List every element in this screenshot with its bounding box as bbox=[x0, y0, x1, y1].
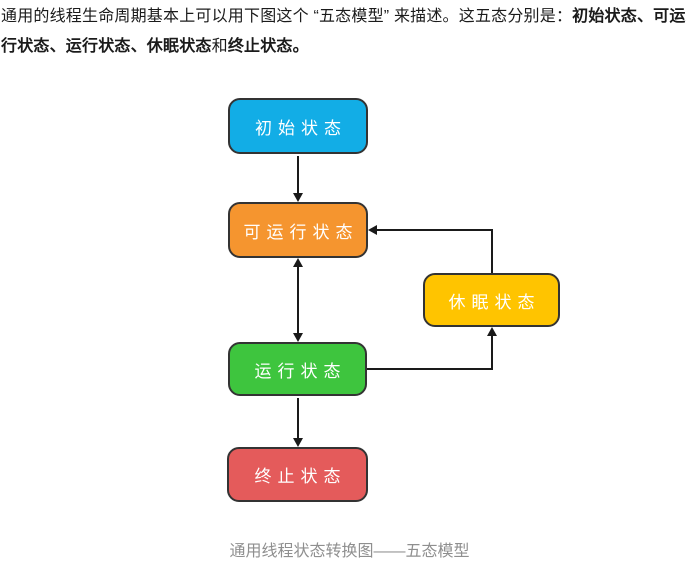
arrowhead-down-icon bbox=[293, 438, 303, 447]
intro-text-bold-2: 终止状态。 bbox=[227, 38, 309, 55]
intro-text-normal-2: 和 bbox=[211, 38, 228, 55]
intro-text-bold-1: 初始状态、可运行状态、运行状态、休眠状态 bbox=[1, 8, 686, 55]
diagram-caption: 通用线程状态转换图——五态模型 bbox=[229, 543, 470, 560]
node-running-state: 运行状态 bbox=[228, 342, 367, 396]
node-initial-state: 初始状态 bbox=[228, 98, 368, 154]
intro-paragraph: 通用的线程生命周期基本上可以用下图这个 “五态模型” 来描述。这五态分别是：初始… bbox=[1, 2, 699, 62]
edge-sleeping-to-runnable bbox=[377, 229, 493, 273]
arrowhead-down-icon bbox=[293, 333, 303, 342]
arrowhead-up-icon bbox=[487, 327, 497, 336]
node-running-state-label: 运行状态 bbox=[254, 361, 347, 381]
node-sleeping-state-label: 休眠状态 bbox=[448, 292, 541, 312]
edge-running-to-sleeping bbox=[367, 336, 493, 370]
node-runnable-state: 可运行状态 bbox=[228, 202, 368, 258]
node-sleeping-state: 休眠状态 bbox=[423, 273, 560, 327]
arrowhead-up-icon bbox=[293, 258, 303, 267]
intro-text-normal-1: 通用的线程生命周期基本上可以用下图这个 “五态模型” 来描述。这五态分别是： bbox=[1, 8, 573, 25]
node-terminated-state-label: 终止状态 bbox=[254, 467, 347, 486]
node-initial-state-label: 初始状态 bbox=[255, 118, 347, 138]
node-runnable-state-label: 可运行状态 bbox=[243, 222, 359, 242]
arrowhead-left-icon bbox=[368, 225, 377, 235]
node-terminated-state: 终止状态 bbox=[227, 447, 368, 502]
arrowhead-down-icon bbox=[293, 193, 303, 202]
